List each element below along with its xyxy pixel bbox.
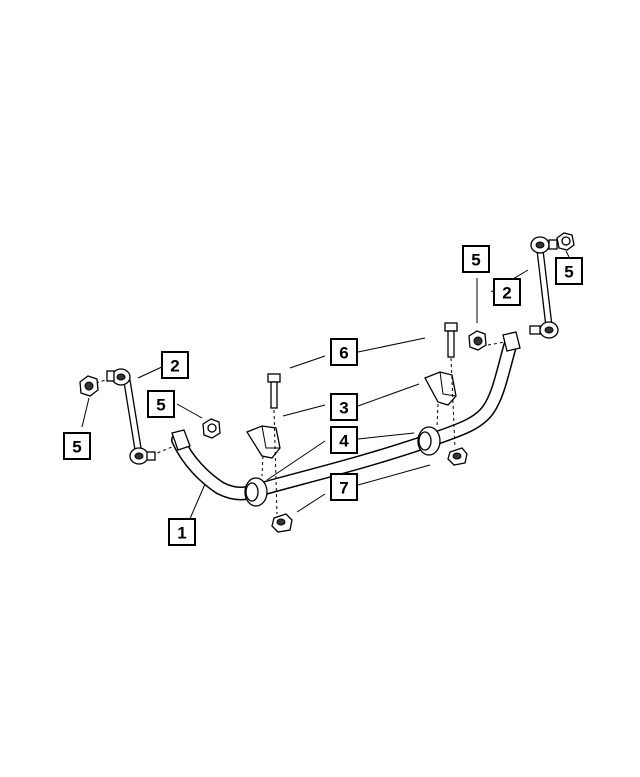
svg-text:5: 5	[156, 396, 165, 415]
bolt-left	[267, 373, 281, 409]
callout-2-right: 2	[493, 278, 521, 306]
svg-text:1: 1	[177, 524, 186, 543]
svg-text:2: 2	[502, 284, 511, 303]
callout-1: 1	[168, 518, 196, 546]
stabilizer-link-right	[529, 236, 559, 339]
retainer-nut-left	[271, 513, 293, 533]
stabilizer-link-left	[106, 368, 156, 465]
bushing-retainer-right	[424, 371, 457, 406]
callout-7: 7	[330, 473, 358, 501]
bolt-right	[444, 322, 458, 358]
callout-5-far-left: 5	[63, 432, 91, 460]
nut-far-right	[556, 232, 575, 251]
callout-5-left: 5	[147, 390, 175, 418]
nut-far-left	[79, 375, 99, 397]
svg-text:4: 4	[339, 432, 349, 451]
callout-5-center-right: 5	[462, 245, 490, 273]
svg-text:7: 7	[339, 479, 348, 498]
callout-6: 6	[330, 338, 358, 366]
svg-text:3: 3	[339, 399, 348, 418]
nut-center-right	[468, 330, 487, 351]
svg-text:2: 2	[170, 357, 179, 376]
callout-3: 3	[330, 393, 358, 421]
bushing-right	[417, 426, 441, 456]
svg-text:5: 5	[564, 263, 573, 282]
svg-text:5: 5	[72, 438, 81, 457]
callout-5-far-right: 5	[555, 257, 583, 285]
callout-4: 4	[330, 426, 358, 454]
svg-text:5: 5	[471, 251, 480, 270]
nut-left	[202, 418, 221, 439]
retainer-nut-right	[447, 447, 468, 466]
bushing-left	[244, 477, 268, 507]
stabilizer-bar	[171, 331, 521, 501]
callout-2-left: 2	[161, 351, 189, 379]
svg-text:6: 6	[339, 344, 348, 363]
